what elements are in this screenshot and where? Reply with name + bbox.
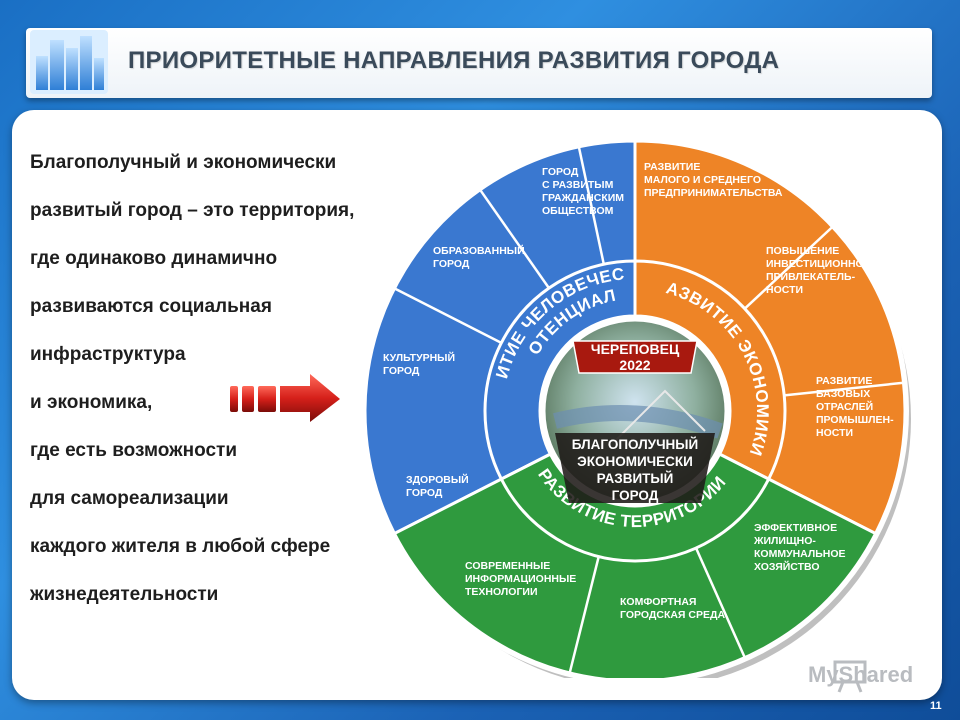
definition-line: жизнедеятельности: [30, 584, 219, 605]
center-slogan-line: РАЗВИТЫЙ: [597, 471, 674, 486]
definition-line: где одинаково динамично: [30, 248, 278, 269]
definition-line: где есть возможности: [30, 440, 238, 461]
definition-line: каждого жителя в любой сфере: [30, 536, 331, 557]
segment-divider: [784, 381, 904, 397]
watermark-text: MyShared: [808, 662, 914, 687]
segment-divider: [577, 146, 606, 265]
segment-divider: [479, 189, 550, 289]
definition-line: инфраструктура: [30, 344, 186, 365]
definition-text: Благополучный и экономически развитый го…: [30, 147, 410, 627]
center-slogan-line: ЭКОНОМИЧЕСКИ: [577, 454, 693, 469]
center-slogan-line: ГОРОД: [612, 488, 659, 503]
sector-inner-ring: [483, 259, 637, 482]
center-title-banner: [572, 340, 698, 374]
presentation-board-icon: [833, 660, 867, 693]
definition-line: и экономика,: [30, 392, 153, 413]
city-buildings-icon: [30, 30, 108, 94]
center-slogan-banner: [555, 433, 715, 503]
segment-divider: [694, 547, 746, 659]
sector-inner-ring: [633, 259, 787, 482]
segment-divider: [743, 225, 834, 310]
segment-divider: [568, 556, 600, 674]
definition-line: развиваются социальная: [30, 296, 272, 317]
red-arrow-icon: [230, 374, 340, 422]
segment-divider: [393, 287, 502, 345]
title-bar: [26, 28, 932, 98]
definition-line: Благополучный и экономически: [30, 152, 337, 173]
definition-line: развитый город – это территория,: [30, 200, 355, 221]
center-slogan-line: БЛАГОПОЛУЧНЫЙ: [572, 437, 698, 452]
definition-line: для самореализации: [30, 488, 229, 509]
page-number: 11: [930, 700, 942, 712]
center-title-line: ЧЕРЕПОВЕЦ: [591, 341, 680, 357]
page-title: ПРИОРИТЕТНЫЕ НАПРАВЛЕНИЯ РАЗВИТИЯ ГОРОДА: [128, 47, 780, 74]
center-title-line: 2022: [619, 357, 650, 373]
bridge-shape: [614, 389, 706, 442]
